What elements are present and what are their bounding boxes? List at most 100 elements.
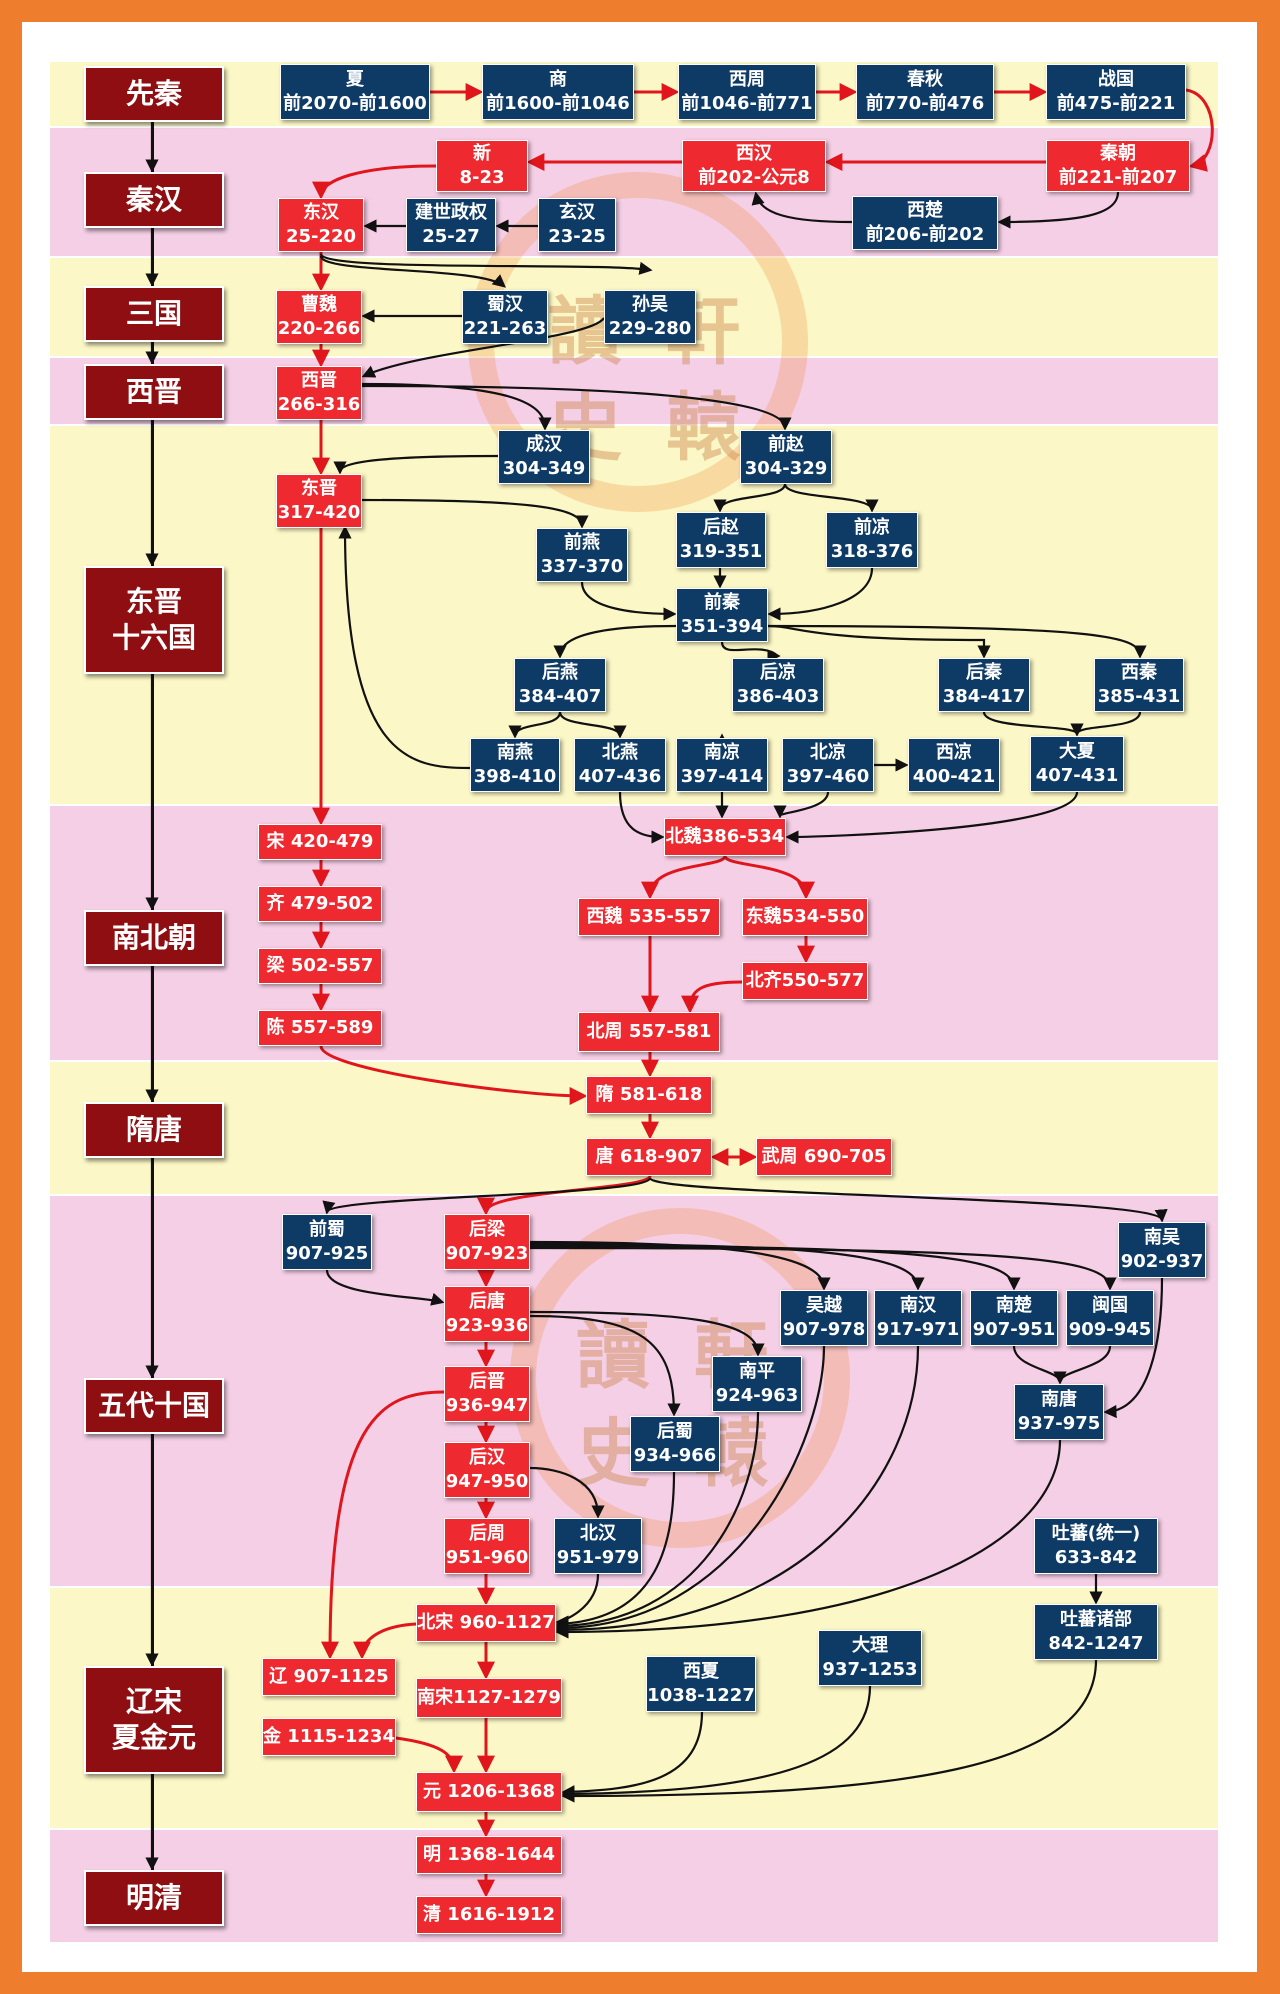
node-label: 元 1206-1368 — [423, 1781, 555, 1802]
node-name: 西晋 — [301, 370, 337, 391]
node-label: 北宋 960-1127 — [417, 1612, 555, 1633]
succession-arrow — [1053, 1345, 1112, 1385]
node-years: 前206-前202 — [865, 224, 985, 245]
succession-arrow — [361, 382, 552, 431]
succession-arrow — [580, 581, 677, 621]
node-years: 317-420 — [277, 502, 361, 523]
node-name: 南汉 — [900, 1295, 936, 1316]
node-name: 东汉 — [303, 202, 339, 223]
node-name: 秦朝 — [1100, 143, 1136, 164]
node-name: 后梁 — [469, 1219, 505, 1240]
era-liaosong: 辽宋 夏金元 — [84, 1666, 224, 1774]
succession-arrow — [361, 384, 792, 431]
node-name: 新 — [473, 143, 491, 164]
node-label: 唐 618-907 — [595, 1146, 703, 1167]
node-label: 宋 420-479 — [266, 831, 374, 852]
node-chunqiu: 春秋前770-前476 — [856, 64, 994, 120]
node-ming: 明 1368-1644 — [416, 1836, 562, 1874]
node-dongwei: 东魏534-550 — [742, 898, 868, 936]
node-years: 907-923 — [445, 1243, 529, 1264]
node-name: 成汉 — [526, 434, 562, 455]
node-years: 909-945 — [1068, 1319, 1152, 1340]
era-qinhan: 秦汉 — [84, 172, 224, 228]
era-sanguo: 三国 — [84, 286, 224, 342]
node-tubo: 吐蕃(统一)633-842 — [1034, 1518, 1158, 1574]
succession-arrow — [641, 855, 727, 900]
node-years: 前1600-前1046 — [486, 93, 630, 114]
succession-arrow — [529, 1314, 681, 1417]
node-years: 25-220 — [285, 226, 357, 247]
succession-arrow — [723, 855, 815, 900]
succession-arrow — [319, 252, 653, 275]
node-label: 齐 479-502 — [266, 893, 374, 914]
node-name: 南唐 — [1041, 1389, 1077, 1410]
node-name: 吐蕃(统一) — [1051, 1523, 1141, 1544]
node-xichu: 西楚前206-前202 — [852, 196, 998, 250]
node-name: 西周 — [729, 69, 765, 90]
node-name: 后凉 — [760, 662, 796, 683]
succession-arrow — [561, 1711, 704, 1799]
node-years: 266-316 — [277, 394, 361, 415]
node-years: 304-329 — [744, 458, 828, 479]
node-name: 南楚 — [996, 1295, 1032, 1316]
succession-arrow — [555, 1345, 826, 1635]
node-years: 221-263 — [463, 318, 547, 339]
node-years: 924-963 — [715, 1385, 799, 1406]
succession-arrow — [555, 1439, 1062, 1639]
node-name: 北凉 — [810, 742, 846, 763]
succession-arrow — [773, 791, 830, 819]
node-years: 351-394 — [680, 616, 764, 637]
succession-arrow — [353, 1622, 417, 1660]
node-name: 曹魏 — [301, 294, 337, 315]
node-label: 北齐550-577 — [745, 970, 865, 991]
succession-arrow — [558, 711, 627, 739]
node-name: 夏 — [346, 69, 364, 90]
node-years: 907-978 — [782, 1319, 866, 1340]
succession-arrow — [361, 317, 605, 378]
node-label: 东魏534-550 — [745, 906, 865, 927]
node-beiwei: 北魏386-534 — [664, 818, 786, 856]
node-beisong: 北宋 960-1127 — [416, 1604, 556, 1642]
node-years: 386-403 — [736, 686, 820, 707]
succession-arrow — [322, 1176, 652, 1215]
node-yuan: 元 1206-1368 — [416, 1772, 562, 1812]
node-name: 后蜀 — [657, 1421, 693, 1442]
node-xizhou: 西周前1046-前771 — [678, 64, 816, 120]
node-years: 1038-1227 — [647, 1685, 755, 1706]
node-name: 南吴 — [1144, 1227, 1180, 1248]
node-label: 辽 907-1125 — [269, 1666, 389, 1687]
era-xijin: 西晋 — [84, 364, 224, 420]
node-years: 384-417 — [942, 686, 1026, 707]
succession-arrow — [767, 624, 1147, 659]
node-years: 937-1253 — [822, 1659, 918, 1680]
node-label: 南宋1127-1279 — [417, 1687, 561, 1708]
node-nansong: 南宋1127-1279 — [416, 1678, 562, 1718]
succession-arrow — [561, 1685, 872, 1801]
node-years: 385-431 — [1097, 686, 1181, 707]
node-years: 220-266 — [277, 318, 361, 339]
succession-arrow — [561, 1659, 1098, 1803]
succession-arrow — [312, 164, 437, 200]
succession-arrow — [1103, 1277, 1164, 1419]
node-nanchu: 南楚 907-951 — [970, 1290, 1058, 1346]
node-years: 407-436 — [578, 766, 662, 787]
node-name: 后汉 — [469, 1447, 505, 1468]
node-years: 907-951 — [972, 1319, 1056, 1340]
era-nanbeichao: 南北朝 — [84, 910, 224, 966]
node-years: 397-414 — [680, 766, 764, 787]
node-houliang-5d: 后梁 907-923 — [444, 1214, 530, 1270]
node-name: 南凉 — [704, 742, 740, 763]
node-years: 前1046-前771 — [681, 93, 813, 114]
